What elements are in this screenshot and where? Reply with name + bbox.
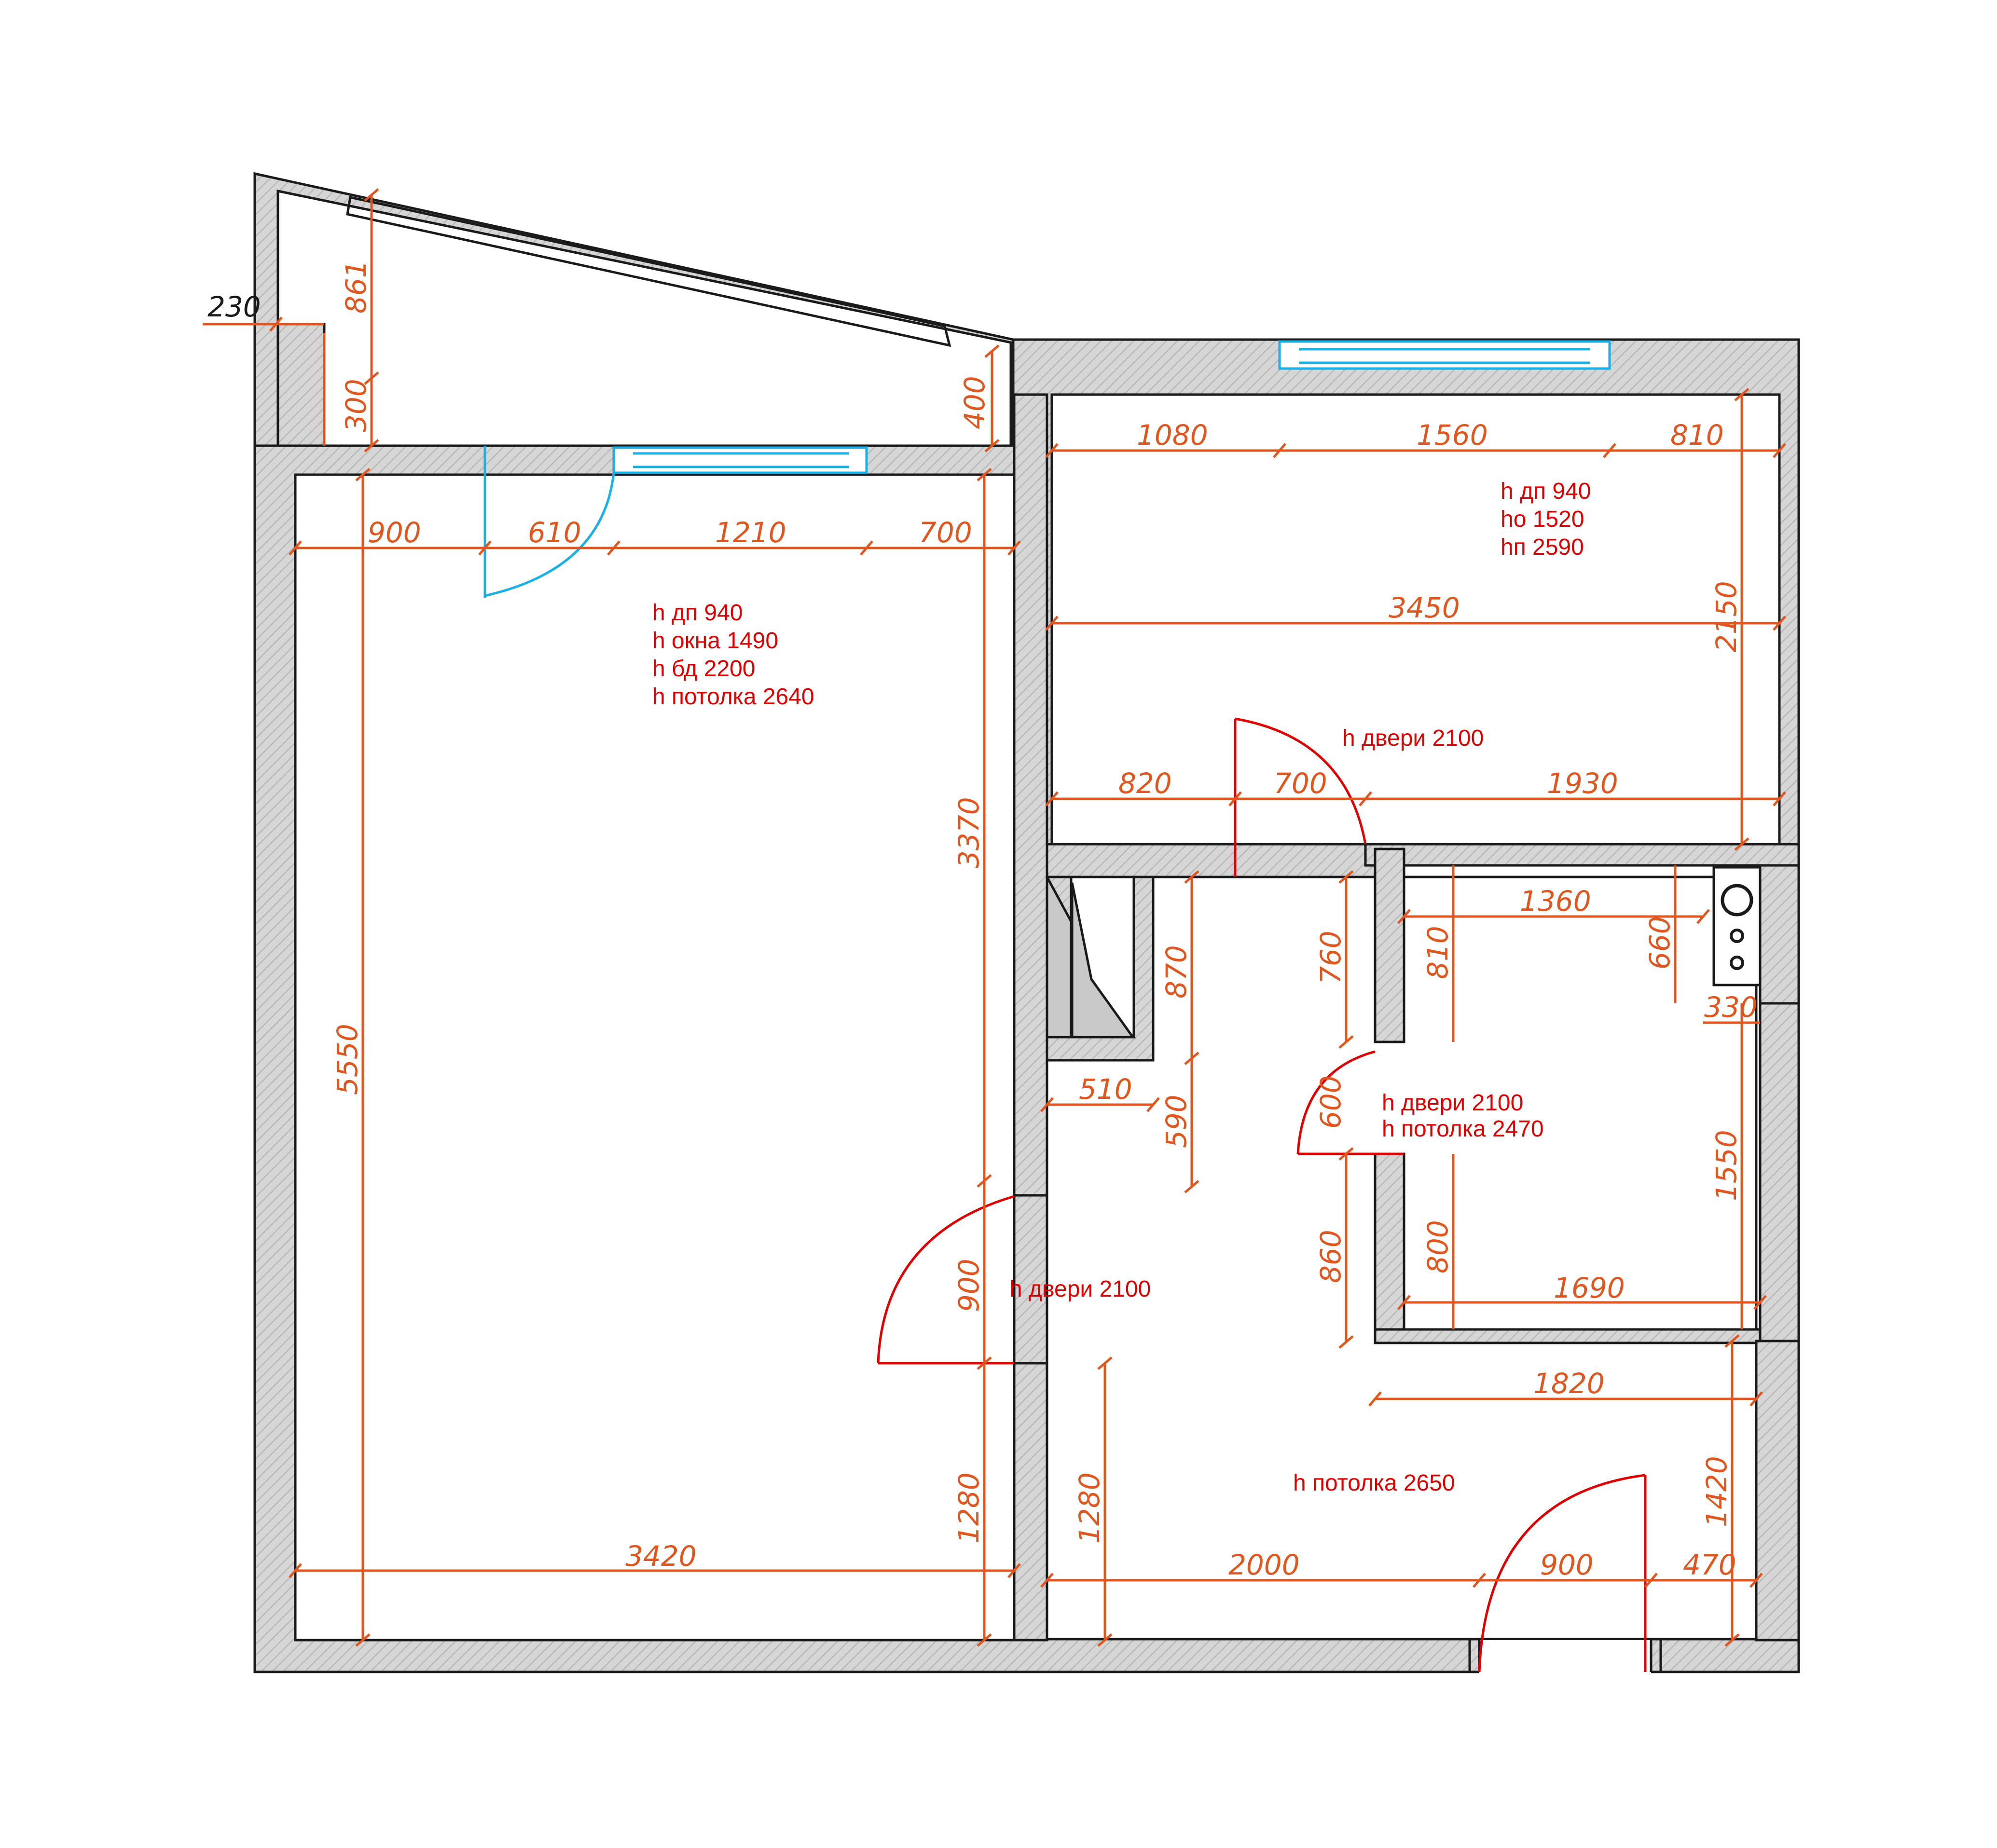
entrance-door-swing: [1478, 1474, 1646, 1672]
dim-living-lower: 1280: [952, 1472, 985, 1544]
dim-balcony-height: 861: [340, 260, 372, 314]
dim-balcony-offset: 300: [340, 379, 372, 432]
balcony-glazing: [346, 196, 951, 347]
note-living-door: h двери 2100: [1009, 1276, 1151, 1302]
bath-door-swing: [1296, 1050, 1376, 1154]
bath-wall-left-upper: [1374, 848, 1405, 1043]
bedroom-window: [1278, 340, 1611, 370]
dim-bath-inner-lower: 800: [1421, 1220, 1454, 1273]
windows: [612, 340, 1611, 474]
bedroom-door-swing: [1235, 717, 1367, 845]
note-bath-2: h потолка 2470: [1382, 1116, 1544, 1142]
hall-wall-right: [1755, 1340, 1800, 1642]
dim-living-height: 5550: [331, 1024, 364, 1095]
walls: [253, 172, 1800, 1674]
note-bedroom-2: ho 1520: [1501, 506, 1584, 532]
dim-bath-right-upper: 660: [1643, 916, 1676, 970]
balcony-door-swing: [483, 472, 615, 598]
dim-bed-bottom-a: 820: [1118, 767, 1172, 800]
dim-bath-left-upper: 810: [1421, 926, 1454, 979]
dim-bath-left-lower: 860: [1314, 1230, 1347, 1283]
dim-bath-step: 330: [1704, 991, 1758, 1024]
dim-bed-top-c: 810: [1670, 419, 1724, 452]
dim-living-top-b: 610: [528, 516, 581, 549]
dim-bed-width: 3450: [1389, 591, 1460, 624]
dim-hall-right: 1420: [1700, 1456, 1733, 1527]
dim-balcony-side: 230: [207, 290, 261, 323]
note-living-1: h дп 940: [652, 600, 743, 626]
note-living-3: h бд 2200: [652, 656, 756, 682]
dim-living-top-a: 900: [368, 516, 421, 549]
dim-bath-bottom: 1690: [1554, 1272, 1625, 1304]
dim-living-door: 900: [952, 1259, 985, 1312]
dim-closet-lower: 590: [1160, 1095, 1193, 1148]
note-bedroom-3: hп 2590: [1501, 534, 1584, 560]
dim-balcony-right: 400: [958, 376, 991, 429]
stove-burner-large: [1721, 884, 1753, 917]
dim-bed-bottom-c: 1930: [1547, 767, 1618, 800]
stove-burner-small-1: [1730, 929, 1744, 943]
balcony-column: [276, 323, 326, 447]
note-living-4: h потолка 2640: [652, 684, 814, 710]
wall-living-hall-upper: [1013, 393, 1048, 1197]
note-bath-1: h двери 2100: [1382, 1090, 1523, 1116]
note-bedroom-1: h дп 940: [1501, 479, 1591, 504]
entrance-opening: [1479, 1640, 1651, 1674]
dim-closet-h: 870: [1160, 945, 1193, 999]
dim-bath-right: 1550: [1710, 1130, 1743, 1201]
dim-bath-door: 600: [1314, 1075, 1347, 1129]
dim-closet-w: 510: [1079, 1073, 1132, 1106]
closet-shaft: [1071, 882, 1135, 1039]
dim-hall-upper: 1820: [1533, 1367, 1605, 1400]
dim-living-top-c: 1210: [715, 516, 786, 549]
room-notes: h дп 940 h окна 1490 h бд 2200 h потолка…: [652, 479, 1591, 1496]
dim-hall-bottom-a: 2000: [1228, 1548, 1300, 1581]
dim-hall-left: 1280: [1073, 1472, 1106, 1544]
dim-hall-bottom-b: 900: [1540, 1548, 1594, 1581]
bath-wall-right: [1759, 1002, 1800, 1342]
bedroom: [1050, 393, 1781, 846]
bath-wall-bottom: [1374, 1328, 1763, 1344]
bath-wall-left-lower: [1374, 1152, 1405, 1343]
dim-living-right: 3370: [952, 797, 985, 868]
dimension-lines: [203, 188, 1786, 1647]
dimension-labels: 230 861 300 400 900 610 1210 700 5550 33…: [207, 260, 1758, 1581]
dim-bath-top: 1360: [1520, 885, 1591, 917]
dim-bath-upper: 760: [1314, 931, 1347, 984]
wall-bedroom-lower-right: [1364, 843, 1800, 867]
dim-living-top-d: 700: [919, 516, 972, 549]
dim-bed-bottom-b: 700: [1274, 767, 1327, 800]
living-room: [294, 473, 1016, 1642]
living-door-swing: [877, 1195, 1015, 1364]
note-bedroom-door: h двери 2100: [1342, 726, 1484, 751]
stove-burner-small-2: [1730, 956, 1744, 970]
living-window: [612, 446, 868, 474]
note-hall: h потолка 2650: [1293, 1470, 1455, 1496]
dim-hall-bottom-c: 470: [1683, 1548, 1736, 1581]
dim-living-width: 3420: [625, 1540, 697, 1573]
note-living-2: h окна 1490: [652, 628, 778, 654]
dim-bed-top-a: 1080: [1137, 419, 1208, 452]
wall-living-hall-lower: [1013, 1362, 1048, 1642]
dim-bed-height: 2150: [1710, 581, 1743, 652]
wall-bedroom-lower-left: [1046, 843, 1237, 878]
dim-bed-top-b: 1560: [1417, 419, 1488, 452]
